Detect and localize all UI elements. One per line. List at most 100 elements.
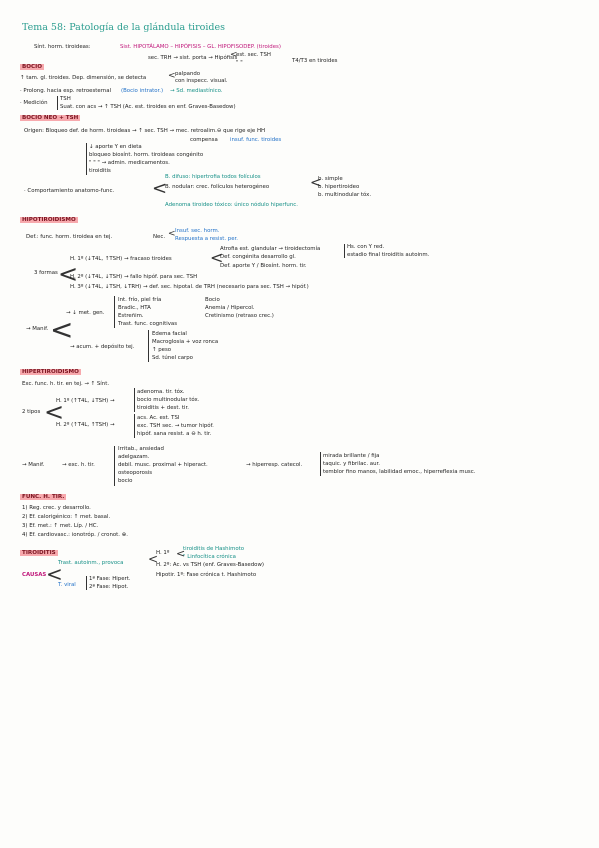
hipo-h1c: Def. aporte Y / Biosínt. horm. tir.	[220, 263, 307, 269]
brace-icon: <	[44, 398, 65, 426]
brace-icon: <	[168, 71, 176, 81]
hipo-m4: Trast. func. cognitivas	[118, 321, 178, 327]
func-item: 3) Ef. met.: ↑ met. Líp. / HC.	[22, 523, 99, 529]
bocio-l2b: (Bocio intrator.)	[121, 88, 164, 94]
hipo-r2: Respuesta a resist. per.	[175, 236, 238, 242]
bocio-l3b: Suat. con acs → ↑ TSH (Ac. est. tiroides…	[60, 104, 236, 110]
tiroid-h1a: tiroiditis de Hashimoto	[183, 546, 245, 552]
func-item: 1) Reg. crec. y desarrollo.	[22, 505, 91, 511]
hipo-h1e: estadio final tiroiditis autoinm.	[347, 252, 430, 258]
hiper-h1: H. 1º (↑T4L, ↓TSH) →	[56, 398, 115, 404]
hipo-acum: → acum. + depósito tej.	[70, 344, 135, 350]
bocio-l1a: palpando	[175, 71, 201, 77]
hiper-tipos: 2 tipos	[22, 409, 41, 415]
hipo-m1: Int. frío, piel fría	[118, 297, 162, 303]
brace-icon: <	[46, 562, 63, 586]
tiroid-h1b: " Linfocítica crónica	[183, 554, 236, 560]
bocio-l1: ↑ tam. gl. tiroides. Dep. dimensión, se …	[20, 75, 147, 81]
bocio-l3: · Medición	[20, 100, 48, 106]
hiper-c3: temblor fino manos, labilidad emoc., hip…	[323, 469, 476, 475]
brace-line	[148, 330, 149, 362]
hipo-h1b: Def. congénita desarrollo gl.	[220, 254, 296, 260]
hiper-e1: Irritab., ansiedad	[118, 446, 164, 452]
tiroid-t1: Trast. autoinm., provoca	[58, 560, 124, 566]
section-header-hipotiroidismo: HIPOTIROIDISMO	[20, 217, 78, 223]
section-header-tiroiditis: TIROIDITIS	[20, 550, 58, 556]
hipo-a2: Macroglosia + voz ronca	[152, 339, 219, 345]
hipo-h1: H. 1º (↓T4L, ↑TSH) → fracaso tiroides	[70, 256, 172, 262]
sintesis-comillas: " "	[236, 60, 243, 66]
bocio2-b2c: b. multinodular tóx.	[318, 192, 372, 198]
hiper-c1: mirada brillante / fija	[323, 453, 380, 459]
hiper-h1c: tiroiditis + dest. tir.	[137, 405, 189, 411]
brace-line	[114, 296, 115, 328]
hiper-e4: osteoporosis	[118, 470, 153, 476]
hiper-h2a: acs. Ac. est. TSI	[137, 415, 180, 421]
hiper-e3: debil. musc. proximal + hiperact.	[118, 462, 208, 468]
bocio2-b2b: b. hipertiroideo	[318, 184, 360, 190]
hipo-def2: Nec.	[153, 234, 166, 240]
hipo-met: → ↓ met. gen.	[66, 310, 105, 316]
hiper-exc: → exc. h. tir.	[62, 462, 95, 468]
brace-icon: <	[168, 229, 176, 239]
hipo-h1d: Hs. con Y red.	[347, 244, 385, 250]
bocio2-o3: " " " → admin. medicamentos.	[89, 160, 170, 166]
bocio2-b2: B. nodular: crec. folículos heterogéneo	[165, 184, 270, 190]
tiroid-h3: Hipotir. 1º: Fase crónica t. Hashimoto	[156, 572, 257, 578]
hipo-h2: H. 2º (↓T4L, ↓TSH) → fallo hipóf. para s…	[70, 274, 198, 280]
tiroid-t2: T. viral	[58, 582, 76, 588]
hiper-e5: bocio	[118, 478, 133, 484]
hiper-h1b: bocio multinodular tóx.	[137, 397, 200, 403]
brace-line	[114, 446, 115, 486]
bocio-l2c: → Sd. mediastínico.	[170, 88, 223, 94]
hipo-m3: Estreñim.	[118, 313, 144, 319]
hipo-manif: → Manif.	[26, 326, 49, 332]
section-header-bocio-neo: BOCIO NEO + TSH	[20, 115, 81, 121]
func-item: 2) Ef. calorigénico: ↑ met. basal.	[22, 514, 111, 520]
bocio2-o2: bloqueo biosínt. horm. tiroideas congéni…	[89, 152, 204, 158]
hipo-a3: ↑ peso	[152, 347, 172, 353]
brace-line	[86, 143, 87, 175]
section-header-bocio: BOCIO	[20, 64, 44, 70]
sintesis-est: est. sec. TSH	[236, 52, 271, 58]
brace-line	[134, 388, 135, 412]
bocio-l2: · Prolong. hacia esp. retroesternal	[20, 88, 112, 94]
tiroid-h2: H. 2º: Ac. vs TSH (enf. Graves-Basedow)	[156, 562, 264, 568]
brace-line	[344, 244, 345, 258]
tiroid-h1: H. 1º	[156, 550, 170, 556]
brace-line	[86, 576, 87, 590]
brace-icon: <	[152, 178, 168, 199]
tiroid-v2: 2ª Fase: Hipot.	[89, 584, 129, 590]
tiroid-v1: 1ª Fase: Hipert.	[89, 576, 131, 582]
func-item: 4) Ef. cardiovasc.: ionotróp. / cronot. …	[22, 532, 128, 538]
section-header-func: FUNC. H. TIR.	[20, 494, 67, 500]
hiper-e2: adelgazam.	[118, 454, 150, 460]
bocio2-o1b: ↓ aporte Y en dieta	[89, 144, 142, 150]
bocio2-o4: tiroiditis	[89, 168, 111, 174]
bocio2-b2a: b. simple	[318, 176, 343, 182]
bocio2-insuf: insuf. func. tiroides	[230, 137, 282, 143]
hipo-m5: Bocio	[205, 297, 220, 303]
brace-line	[320, 452, 321, 476]
tiroid-causas: CAUSAS	[22, 572, 47, 578]
hipo-m6: Anemia / Hipercol.	[205, 305, 255, 311]
bocio2-comp: · Comportamiento anatomo-func.	[24, 188, 115, 194]
bocio2-origen: Origen: Bloqueo def. de horm. tiroideas …	[24, 128, 266, 134]
hiper-c2: taquic. y fibrilac. aur.	[323, 461, 380, 467]
sintesis-lead: Sínt. horm. tiroideas:	[34, 44, 91, 50]
brace-icon: <	[50, 313, 74, 346]
brace-icon: <	[58, 260, 79, 288]
brace-icon: <	[148, 552, 159, 566]
brace-icon: <	[310, 175, 322, 191]
hipo-r1: Insuf. sec. horm.	[175, 228, 220, 234]
hiper-h1a: adenoma. tir. tóx.	[137, 389, 185, 395]
brace-line	[134, 414, 135, 438]
hipo-m2: Bradic., HTA	[118, 305, 151, 311]
hiper-h2: H. 2º (↑T4L, ↑TSH) →	[56, 422, 115, 428]
brace-icon: <	[230, 50, 238, 60]
bocio2-b3: Adenoma tiroideo tóxico: único nódulo hi…	[165, 202, 298, 208]
hipo-a4: Sd. túnel carpo	[152, 355, 193, 361]
sintesis-chain: Sist. HIPOTÁLAMO – HIPÓFISIS – GL. HIPOF…	[120, 44, 281, 50]
brace-line	[57, 96, 58, 110]
